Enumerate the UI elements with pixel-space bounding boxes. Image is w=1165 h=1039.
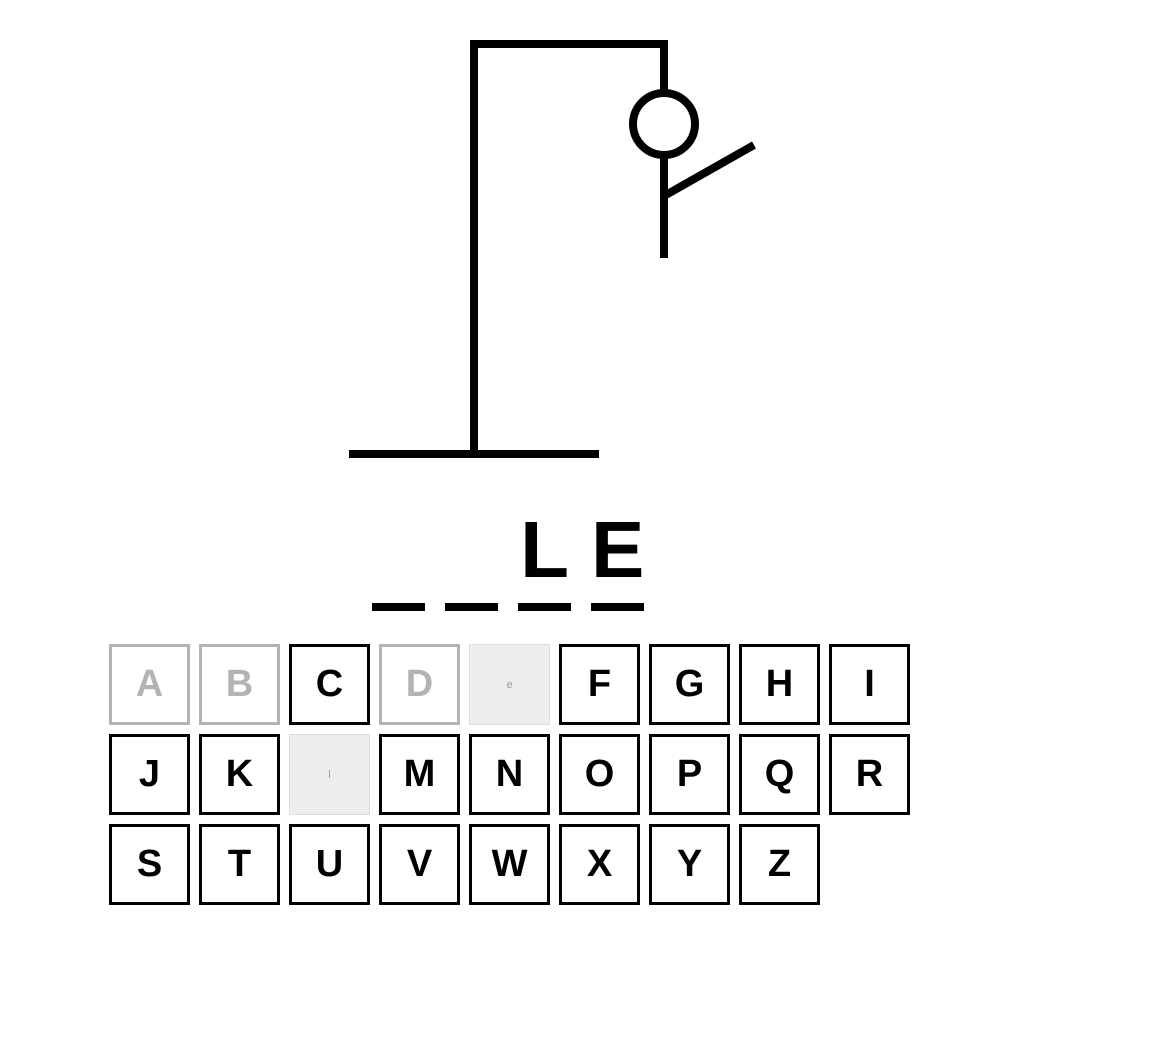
key-b: B [199, 644, 280, 725]
key-g[interactable]: G [649, 644, 730, 725]
key-r[interactable]: R [829, 734, 910, 815]
key-l: l [289, 734, 370, 815]
letter-slot [372, 505, 425, 611]
hangman-drawing [349, 40, 756, 458]
key-h[interactable]: H [739, 644, 820, 725]
key-k[interactable]: K [199, 734, 280, 815]
key-o[interactable]: O [559, 734, 640, 815]
key-x[interactable]: X [559, 824, 640, 905]
key-s[interactable]: S [109, 824, 190, 905]
key-v[interactable]: V [379, 824, 460, 905]
key-u[interactable]: U [289, 824, 370, 905]
key-n[interactable]: N [469, 734, 550, 815]
key-j[interactable]: J [109, 734, 190, 815]
key-m[interactable]: M [379, 734, 460, 815]
slot-underline [445, 603, 498, 611]
letter-slot: E [591, 505, 644, 611]
key-y[interactable]: Y [649, 824, 730, 905]
hangman-right-arm [662, 141, 756, 200]
letter-slot: L [518, 505, 571, 611]
key-p[interactable]: P [649, 734, 730, 815]
hangman-head [629, 89, 699, 159]
slot-underline [372, 603, 425, 611]
key-c[interactable]: C [289, 644, 370, 725]
key-a: A [109, 644, 190, 725]
slot-underline [591, 603, 644, 611]
key-t[interactable]: T [199, 824, 280, 905]
letter-slot [445, 505, 498, 611]
slot-letter: E [591, 505, 645, 594]
key-i[interactable]: I [829, 644, 910, 725]
key-e: e [469, 644, 550, 725]
key-d: D [379, 644, 460, 725]
slot-underline [518, 603, 571, 611]
key-z[interactable]: Z [739, 824, 820, 905]
slot-letter: L [520, 505, 569, 594]
key-q[interactable]: Q [739, 734, 820, 815]
key-w[interactable]: W [469, 824, 550, 905]
key-f[interactable]: F [559, 644, 640, 725]
